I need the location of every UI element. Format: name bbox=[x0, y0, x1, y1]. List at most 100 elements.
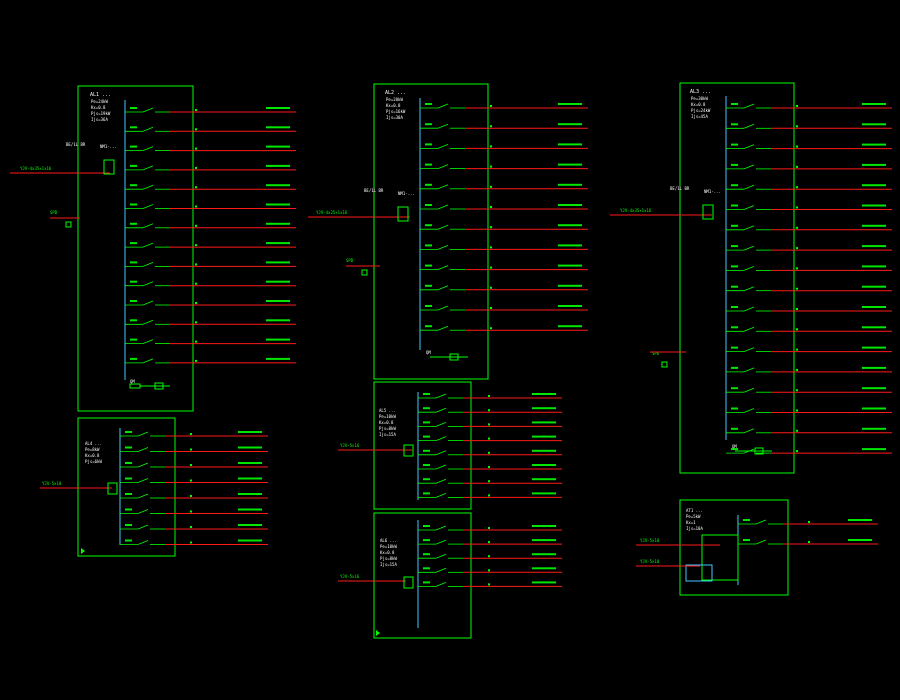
svg-text:SPD: SPD bbox=[652, 351, 660, 356]
feeder-row bbox=[726, 163, 892, 170]
feeder-row bbox=[418, 435, 562, 442]
feeder-row bbox=[125, 261, 296, 267]
feeder-row bbox=[726, 427, 892, 434]
svg-text:Pjs=6kW: Pjs=6kW bbox=[85, 459, 102, 464]
feeder-row bbox=[125, 280, 296, 287]
svg-text:SPD: SPD bbox=[346, 258, 354, 263]
feeder-row bbox=[120, 462, 268, 468]
panel-c-feeders bbox=[726, 103, 892, 454]
panel-d-incoming-label: YJV-5x10 bbox=[42, 481, 62, 486]
svg-text:Ijs=30A: Ijs=30A bbox=[386, 115, 403, 120]
svg-text:Pe=8kW: Pe=8kW bbox=[85, 447, 100, 452]
feeder-row bbox=[726, 103, 892, 109]
svg-text:Ijs=15A: Ijs=15A bbox=[380, 562, 397, 567]
feeder-row bbox=[726, 387, 892, 393]
feeder-row bbox=[125, 300, 296, 306]
panel-a-header: AL1 ... bbox=[90, 92, 111, 98]
feeder-row bbox=[726, 346, 892, 353]
feeder-row bbox=[125, 338, 296, 345]
svg-text:Ijs=45A: Ijs=45A bbox=[691, 114, 708, 119]
panel-f-incoming-label: YJV-5x16 bbox=[340, 574, 360, 579]
feeder-row bbox=[420, 264, 588, 271]
feeder-row bbox=[420, 123, 588, 129]
panel-d-frame bbox=[77, 417, 176, 557]
panel-b-feeders bbox=[420, 103, 588, 331]
svg-text:Kx=1: Kx=1 bbox=[686, 520, 696, 525]
feeder-row bbox=[726, 407, 892, 413]
feeder-row bbox=[420, 183, 588, 190]
panel-f-header: AL6 ... bbox=[380, 538, 397, 543]
feeder-row bbox=[120, 493, 268, 499]
svg-text:Ijs=36A: Ijs=36A bbox=[91, 117, 108, 122]
feeder-row bbox=[418, 492, 562, 498]
panel-a-label-block: Pe=24kW Kx=0.8 Pjs=19kW Ijs=36A bbox=[91, 99, 111, 122]
feeder-row bbox=[420, 305, 588, 311]
panel-e-header: AL5 ... bbox=[379, 408, 396, 413]
panel-a-incoming-label: YJV-4x35+1x16 bbox=[20, 166, 52, 171]
feeder-row bbox=[125, 164, 296, 171]
svg-text:Pe=10kW: Pe=10kW bbox=[380, 544, 397, 549]
panel-b-header: AL2 ... bbox=[385, 90, 406, 96]
panel-e-incoming-label: YJV-5x16 bbox=[340, 443, 360, 448]
feeder-row bbox=[418, 567, 562, 573]
feeder-row bbox=[726, 265, 892, 271]
panel-g-feeders bbox=[738, 519, 878, 545]
panel-c-incoming-label: YJV-4x35+1x16 bbox=[620, 208, 652, 213]
svg-text:Pe=20kW: Pe=20kW bbox=[386, 97, 403, 102]
svg-text:NM1-...: NM1-... bbox=[100, 144, 117, 149]
feeder-row bbox=[418, 407, 562, 413]
panel-a-main-breaker bbox=[103, 159, 115, 175]
feeder-row bbox=[120, 477, 268, 483]
feeder-row bbox=[120, 539, 268, 545]
panel-a-frame bbox=[77, 85, 194, 412]
feeder-row bbox=[726, 143, 892, 150]
feeder-row bbox=[120, 524, 268, 530]
svg-text:Pe=24kW: Pe=24kW bbox=[91, 99, 108, 104]
svg-text:Kx=0.8: Kx=0.8 bbox=[379, 420, 394, 425]
panel-f-feeders bbox=[418, 525, 562, 587]
svg-text:Ijs=10A: Ijs=10A bbox=[686, 526, 703, 531]
feeder-row bbox=[726, 184, 892, 190]
feeder-row bbox=[420, 103, 588, 109]
feeder-row bbox=[418, 421, 562, 427]
feeder-row bbox=[726, 366, 892, 373]
feeder-row bbox=[420, 244, 588, 250]
panel-a: AL1 ... Pe=24kW Kx=0.8 Pjs=19kW Ijs=36A … bbox=[10, 85, 296, 412]
feeder-row bbox=[726, 123, 892, 129]
feeder-row bbox=[125, 184, 296, 190]
feeder-row bbox=[125, 126, 296, 132]
panel-b-incoming-label: YJV-4x25+1x16 bbox=[316, 210, 348, 215]
feeder-row bbox=[420, 163, 588, 170]
feeder-row bbox=[120, 446, 268, 452]
feeder-row bbox=[418, 393, 562, 399]
feeder-row bbox=[418, 478, 562, 484]
panel-f-frame bbox=[373, 512, 472, 639]
feeder-row bbox=[125, 203, 296, 209]
feeder-row bbox=[738, 519, 878, 525]
feeder-row bbox=[418, 553, 562, 559]
panel-a-feeders bbox=[125, 107, 296, 364]
feeder-row bbox=[418, 581, 562, 587]
feeder-row bbox=[125, 319, 296, 325]
feeder-row bbox=[125, 357, 296, 364]
feeder-row bbox=[125, 222, 296, 229]
svg-text:BE/1L BR: BE/1L BR bbox=[364, 188, 384, 193]
feeder-row bbox=[125, 107, 296, 113]
svg-text:Pe=5kW: Pe=5kW bbox=[686, 514, 701, 519]
panel-c-header: AL3 ... bbox=[690, 89, 711, 95]
svg-text:Pjs=16kW: Pjs=16kW bbox=[386, 109, 406, 114]
feeder-row bbox=[120, 508, 268, 514]
svg-text:NM1-...: NM1-... bbox=[704, 189, 721, 194]
feeder-row bbox=[726, 285, 892, 292]
svg-text:Pe=10kW: Pe=10kW bbox=[379, 414, 396, 419]
feeder-row bbox=[420, 284, 588, 291]
svg-text:Kx=0.8: Kx=0.8 bbox=[380, 550, 395, 555]
feeder-row bbox=[726, 245, 892, 251]
svg-text:NM1-...: NM1-... bbox=[398, 191, 415, 196]
panel-b-frame bbox=[373, 83, 489, 380]
